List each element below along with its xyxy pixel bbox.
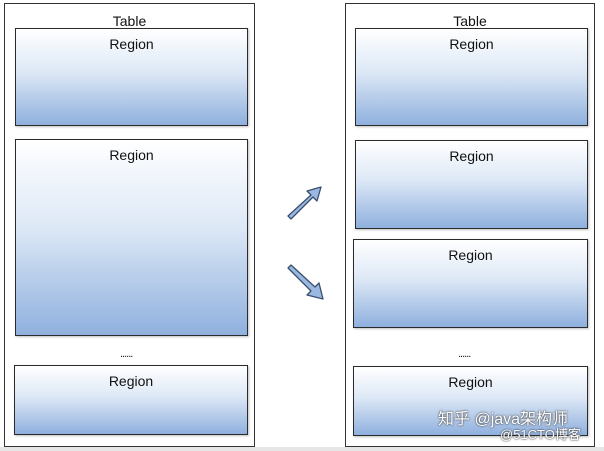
region-label: Region <box>448 247 493 263</box>
watermark-zhihu: 知乎 @java架构师 <box>438 411 569 428</box>
arrow-down-right-icon <box>287 264 324 300</box>
region-label: Region <box>108 373 154 389</box>
right-region-4: Region <box>353 366 588 436</box>
left-table-title: Table <box>112 13 147 29</box>
right-table: Table Region Region Region ...... Region <box>345 3 595 447</box>
region-label: Region <box>449 36 494 52</box>
left-region-3: Region <box>14 365 248 435</box>
left-ellipsis: ...... <box>120 348 133 360</box>
left-table: Table Region Region ...... Region <box>4 3 255 447</box>
right-region-2: Region <box>355 140 588 229</box>
right-table-title: Table <box>453 13 487 29</box>
region-label: Region <box>109 36 154 52</box>
bottom-strip <box>0 447 604 451</box>
region-label: Region <box>109 147 154 163</box>
arrow-up-right-icon <box>287 186 322 220</box>
region-label: Region <box>448 374 493 390</box>
right-ellipsis: ...... <box>458 348 471 360</box>
left-region-1: Region <box>15 28 248 126</box>
right-region-1: Region <box>355 28 588 126</box>
left-region-2: Region <box>15 139 248 336</box>
region-label: Region <box>449 148 494 164</box>
watermark-51cto: @51CTO博客 <box>500 427 581 442</box>
right-region-3: Region <box>353 239 588 328</box>
